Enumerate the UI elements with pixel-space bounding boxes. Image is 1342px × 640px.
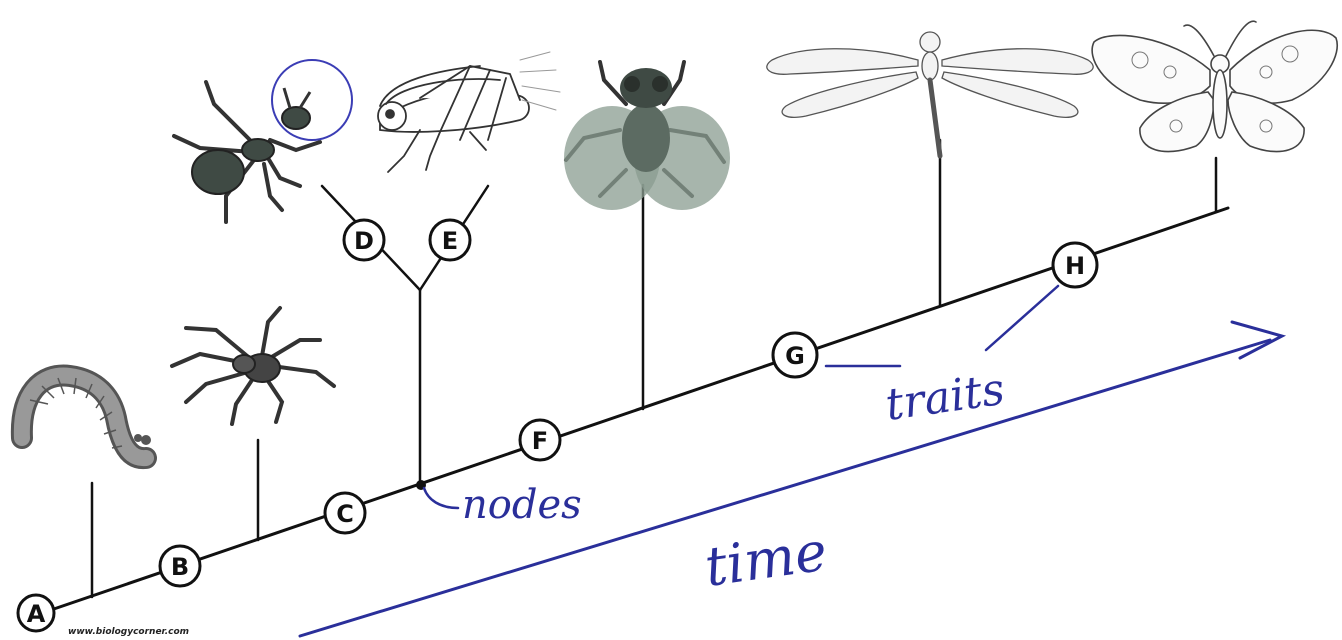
ant-illustration xyxy=(174,60,352,222)
source-credit: www.biologycorner.com xyxy=(68,627,189,637)
annotation-traits: traits xyxy=(882,364,1007,431)
cricket-illustration xyxy=(378,52,560,172)
annotation-time: time xyxy=(701,519,831,598)
node-label-g: G xyxy=(785,342,805,370)
worm-illustration xyxy=(22,376,151,459)
node-label-e: E xyxy=(442,227,458,255)
node-f: F xyxy=(520,420,560,460)
node-label-d: D xyxy=(354,227,374,255)
node-h: H xyxy=(1053,243,1097,287)
fly-illustration xyxy=(564,62,730,210)
node-c: C xyxy=(325,493,365,533)
spider-illustration xyxy=(172,308,334,424)
node-a: A xyxy=(18,595,54,631)
butterfly-illustration xyxy=(1092,21,1337,151)
cladogram-axis xyxy=(45,208,1228,612)
dragonfly-illustration xyxy=(767,32,1093,156)
node-label-c: C xyxy=(336,500,354,528)
ant-head-circle xyxy=(272,60,352,140)
node-label-a: A xyxy=(27,600,46,628)
node-g: G xyxy=(773,333,817,377)
node-b: B xyxy=(160,546,200,586)
node-e: E xyxy=(430,220,470,260)
traits-pointer-h xyxy=(986,286,1058,350)
node-label-f: F xyxy=(532,427,548,455)
node-label-b: B xyxy=(171,553,189,581)
annotation-nodes: nodes xyxy=(462,482,582,528)
node-label-h: H xyxy=(1065,252,1085,280)
nodes-pointer xyxy=(424,488,458,508)
node-d: D xyxy=(344,220,384,260)
